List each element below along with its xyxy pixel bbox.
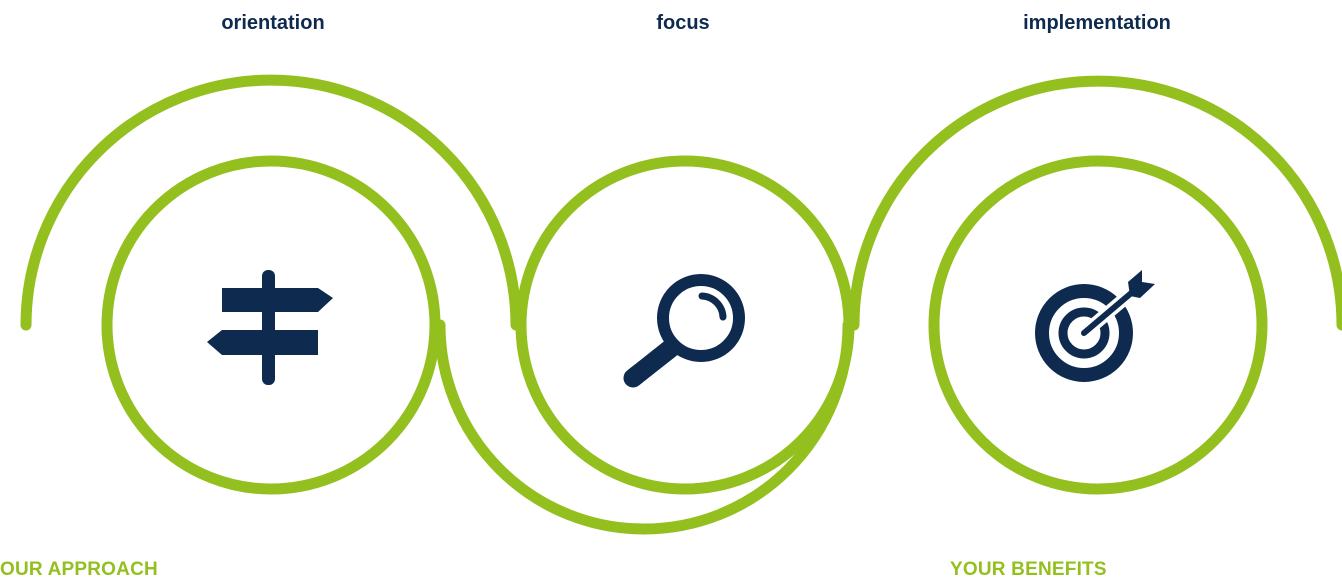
signpost-icon (207, 270, 333, 385)
circle-orientation (101, 155, 441, 495)
your-benefits-label: YOUR BENEFITS (950, 559, 1107, 580)
outer-arc-focus (434, 319, 854, 535)
step-title-focus: focus (656, 12, 710, 34)
our-approach-label: OUR APPROACH (0, 559, 158, 580)
outer-arc-orientation (20, 74, 522, 331)
step-title-orientation: orientation (221, 12, 325, 34)
circle-focus (515, 155, 855, 495)
outer-arc-implementation (848, 75, 1342, 331)
magnifier-icon (623, 274, 745, 388)
step-title-implementation: implementation (1023, 12, 1171, 34)
target-arrow-icon (1035, 270, 1155, 382)
circle-implementation (928, 155, 1268, 495)
